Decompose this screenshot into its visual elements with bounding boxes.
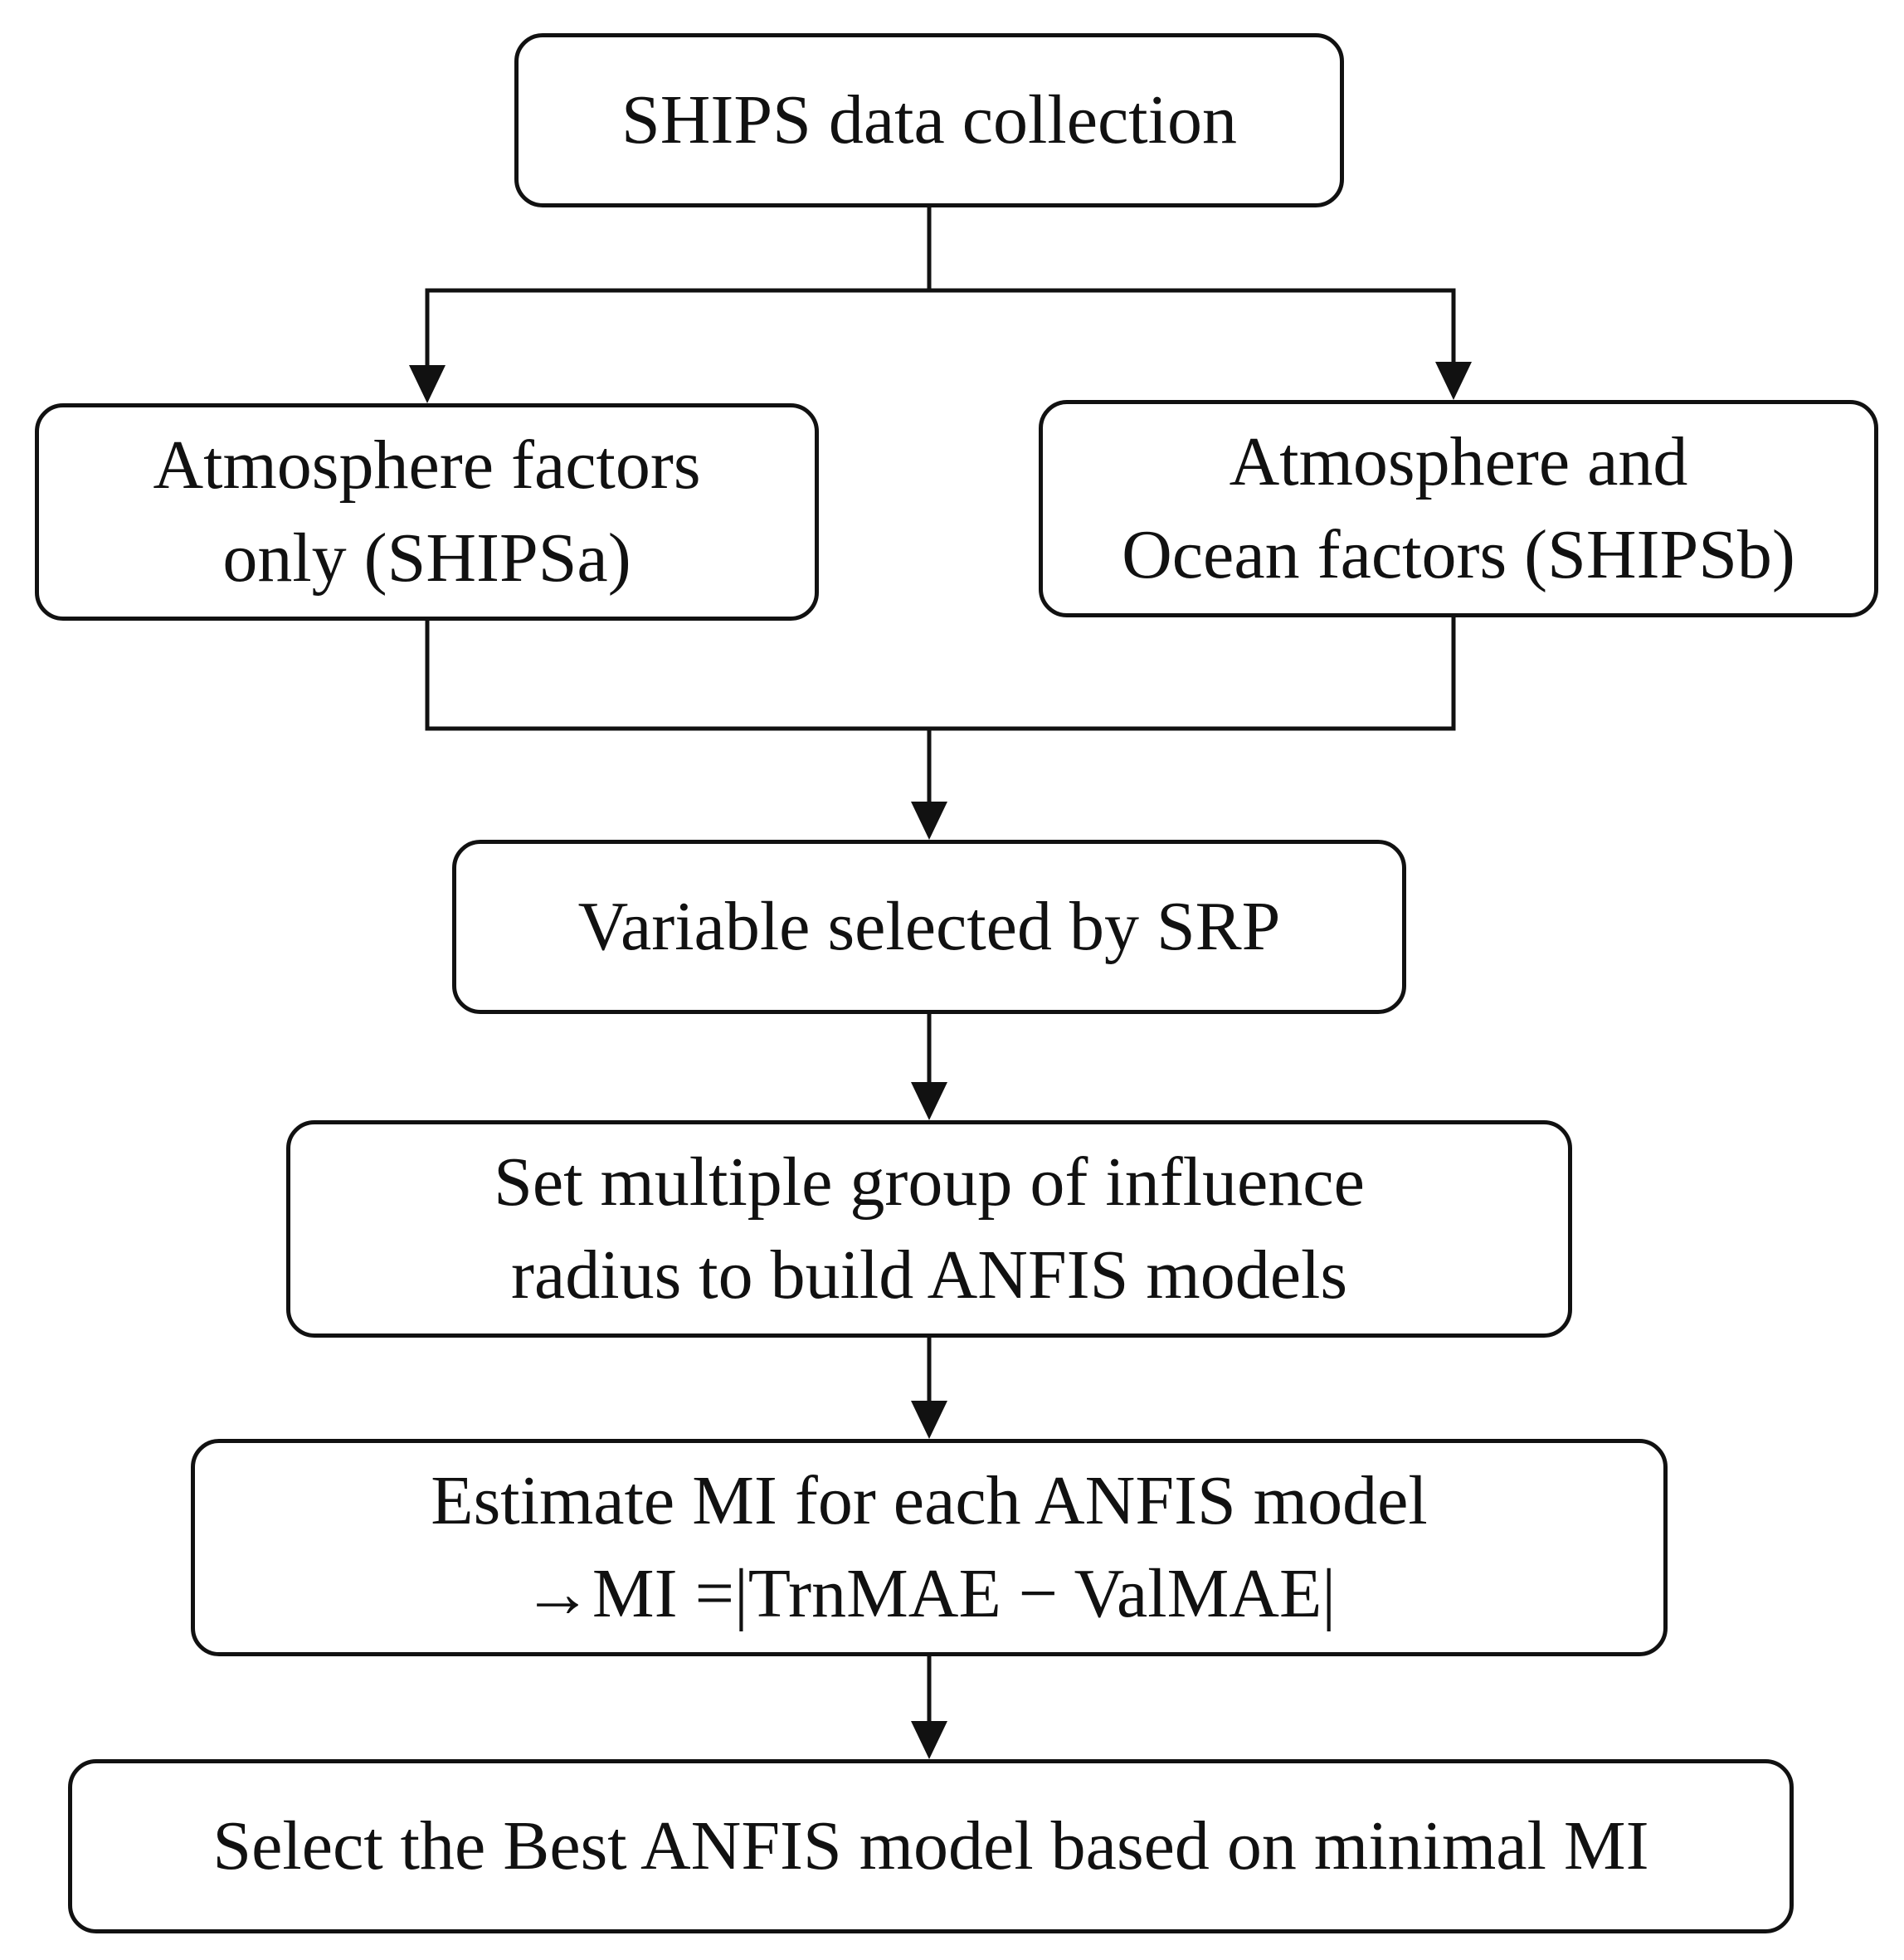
node-estimate-mi: Estimate MI for each ANFIS model →MI =|T…	[191, 1439, 1668, 1656]
node-text-line: Variable selected by SRP	[577, 888, 1281, 965]
node-variable-selected-by-srp: Variable selected by SRP	[452, 840, 1406, 1014]
node-text-line: Estimate MI for each ANFIS model	[431, 1462, 1428, 1539]
arrowhead-srp	[911, 802, 947, 840]
node-text-line: SHIPS data collection	[621, 81, 1237, 158]
node-text-line: Atmosphere factors	[153, 427, 701, 504]
edge-collection-to-shipsa	[425, 207, 932, 373]
edge-collection-to-shipsb	[929, 288, 1456, 369]
node-ships-data-collection: SHIPS data collection	[514, 33, 1344, 207]
node-text-line: Atmosphere and	[1229, 423, 1688, 500]
arrowhead-select-best	[911, 1721, 947, 1759]
arrowhead-shipsb	[1435, 362, 1472, 400]
node-atmosphere-and-ocean-factors: Atmosphere and Ocean factors (SHIPSb)	[1039, 400, 1878, 617]
node-label: Set multiple group of influence radius t…	[494, 1136, 1365, 1322]
node-label: Select the Best ANFIS model based on min…	[212, 1800, 1648, 1893]
edge-shipsa-to-srp	[425, 617, 1456, 731]
node-text-line: →MI =|TrnMAE − ValMAE|	[522, 1555, 1337, 1632]
arrowhead-anfis-build	[911, 1082, 947, 1120]
node-label: Atmosphere and Ocean factors (SHIPSb)	[1122, 416, 1795, 602]
node-label: SHIPS data collection	[621, 74, 1237, 167]
node-select-best-anfis-model: Select the Best ANFIS model based on min…	[68, 1759, 1794, 1933]
node-label: Atmosphere factors only (SHIPSa)	[153, 419, 700, 605]
node-label: Variable selected by SRP	[578, 880, 1281, 973]
arrowhead-shipsa	[409, 365, 446, 403]
node-atmosphere-factors-only: Atmosphere factors only (SHIPSa)	[35, 403, 819, 621]
node-build-anfis-models: Set multiple group of influence radius t…	[286, 1120, 1572, 1338]
node-text-line: only (SHIPSa)	[222, 519, 631, 597]
node-text-line: Ocean factors (SHIPSb)	[1122, 516, 1795, 593]
node-text-line: Select the Best ANFIS model based on min…	[212, 1807, 1649, 1884]
node-label: Estimate MI for each ANFIS model →MI =|T…	[431, 1455, 1427, 1641]
arrowhead-estimate-mi	[911, 1401, 947, 1439]
node-text-line: Set multiple group of influence	[494, 1143, 1365, 1221]
node-text-line: radius to build ANFIS models	[510, 1236, 1348, 1314]
